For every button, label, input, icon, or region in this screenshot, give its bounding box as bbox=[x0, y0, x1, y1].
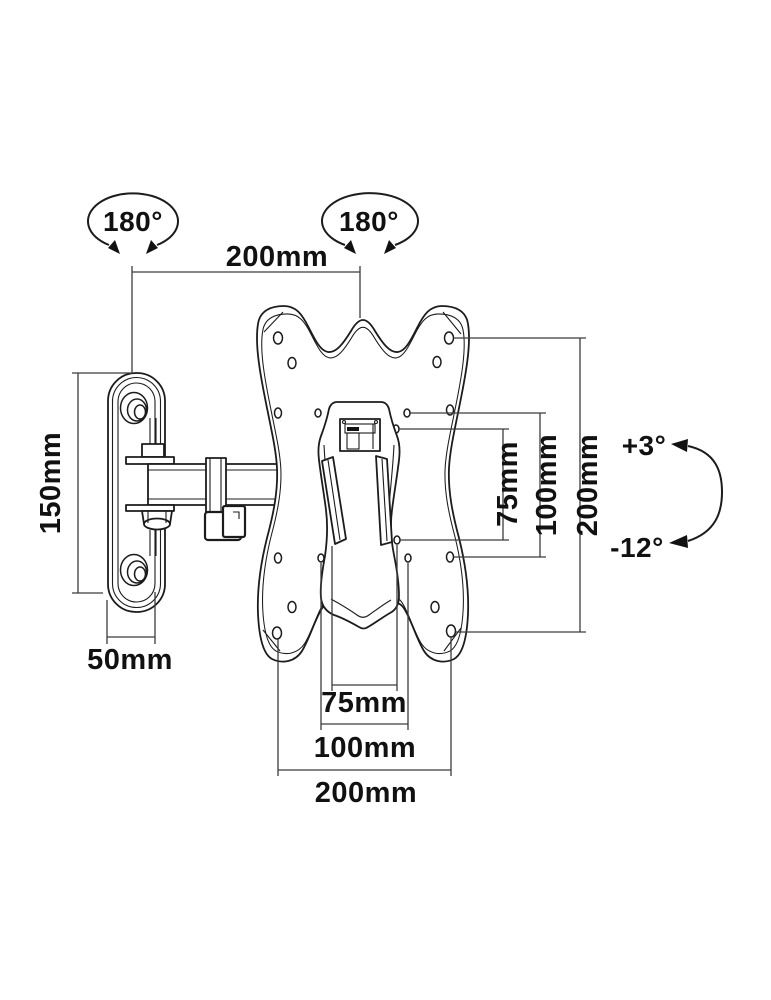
dimension-vesa-width-200: 200mm bbox=[277, 637, 452, 809]
dimension-arm-reach: 200mm bbox=[131, 241, 361, 373]
arm-reach-label: 200mm bbox=[226, 241, 328, 273]
tilt-arrow-icon bbox=[669, 535, 688, 548]
wall-plate-height-label: 150mm bbox=[35, 432, 67, 534]
vesa-width-200-label: 200mm bbox=[315, 777, 417, 809]
inner-bracket bbox=[317, 401, 401, 630]
rotation-arrow-icon bbox=[146, 240, 158, 254]
wall-bolt-bottom bbox=[119, 553, 149, 587]
tilt-arc: +3° -12° bbox=[610, 430, 724, 563]
vesa-width-100-label: 100mm bbox=[314, 732, 416, 764]
wall-bolt-top bbox=[119, 391, 149, 425]
swivel-arc-right: 180° bbox=[321, 192, 419, 254]
vesa-height-200-label: 200mm bbox=[572, 434, 604, 536]
mount-arm bbox=[125, 418, 279, 556]
latch bbox=[339, 418, 381, 452]
slots bbox=[321, 455, 393, 546]
vesa-width-75-label: 75mm bbox=[321, 687, 407, 719]
vesa-height-100-label: 100mm bbox=[531, 434, 563, 536]
swivel-left-label: 180° bbox=[103, 206, 163, 237]
dimension-vesa-height-100: 100mm bbox=[410, 412, 563, 558]
dimension-vesa-width-100: 100mm bbox=[314, 563, 416, 764]
dimension-vesa-width-75: 75mm bbox=[321, 545, 407, 719]
vesa-holes bbox=[271, 331, 457, 640]
dimension-wall-plate-width: 50mm bbox=[87, 592, 173, 676]
rotation-arrow-icon bbox=[384, 240, 396, 254]
dimension-vesa-height-75: 75mm bbox=[399, 428, 524, 541]
wall-plate-width-label: 50mm bbox=[87, 644, 173, 676]
swivel-right-label: 180° bbox=[339, 206, 399, 237]
vesa-height-75-label: 75mm bbox=[492, 441, 524, 527]
wall-plate bbox=[107, 372, 166, 613]
dimension-vesa-height-200: 200mm bbox=[454, 337, 604, 633]
tilt-down-label: -12° bbox=[610, 532, 664, 563]
rotation-arrow-icon bbox=[344, 240, 356, 254]
tilt-arrow-icon bbox=[671, 439, 688, 452]
dimension-wall-plate-height: 150mm bbox=[35, 372, 133, 594]
rotation-arrow-icon bbox=[108, 240, 120, 254]
swivel-arc-left: 180° bbox=[87, 192, 179, 254]
tilt-up-label: +3° bbox=[622, 430, 667, 461]
